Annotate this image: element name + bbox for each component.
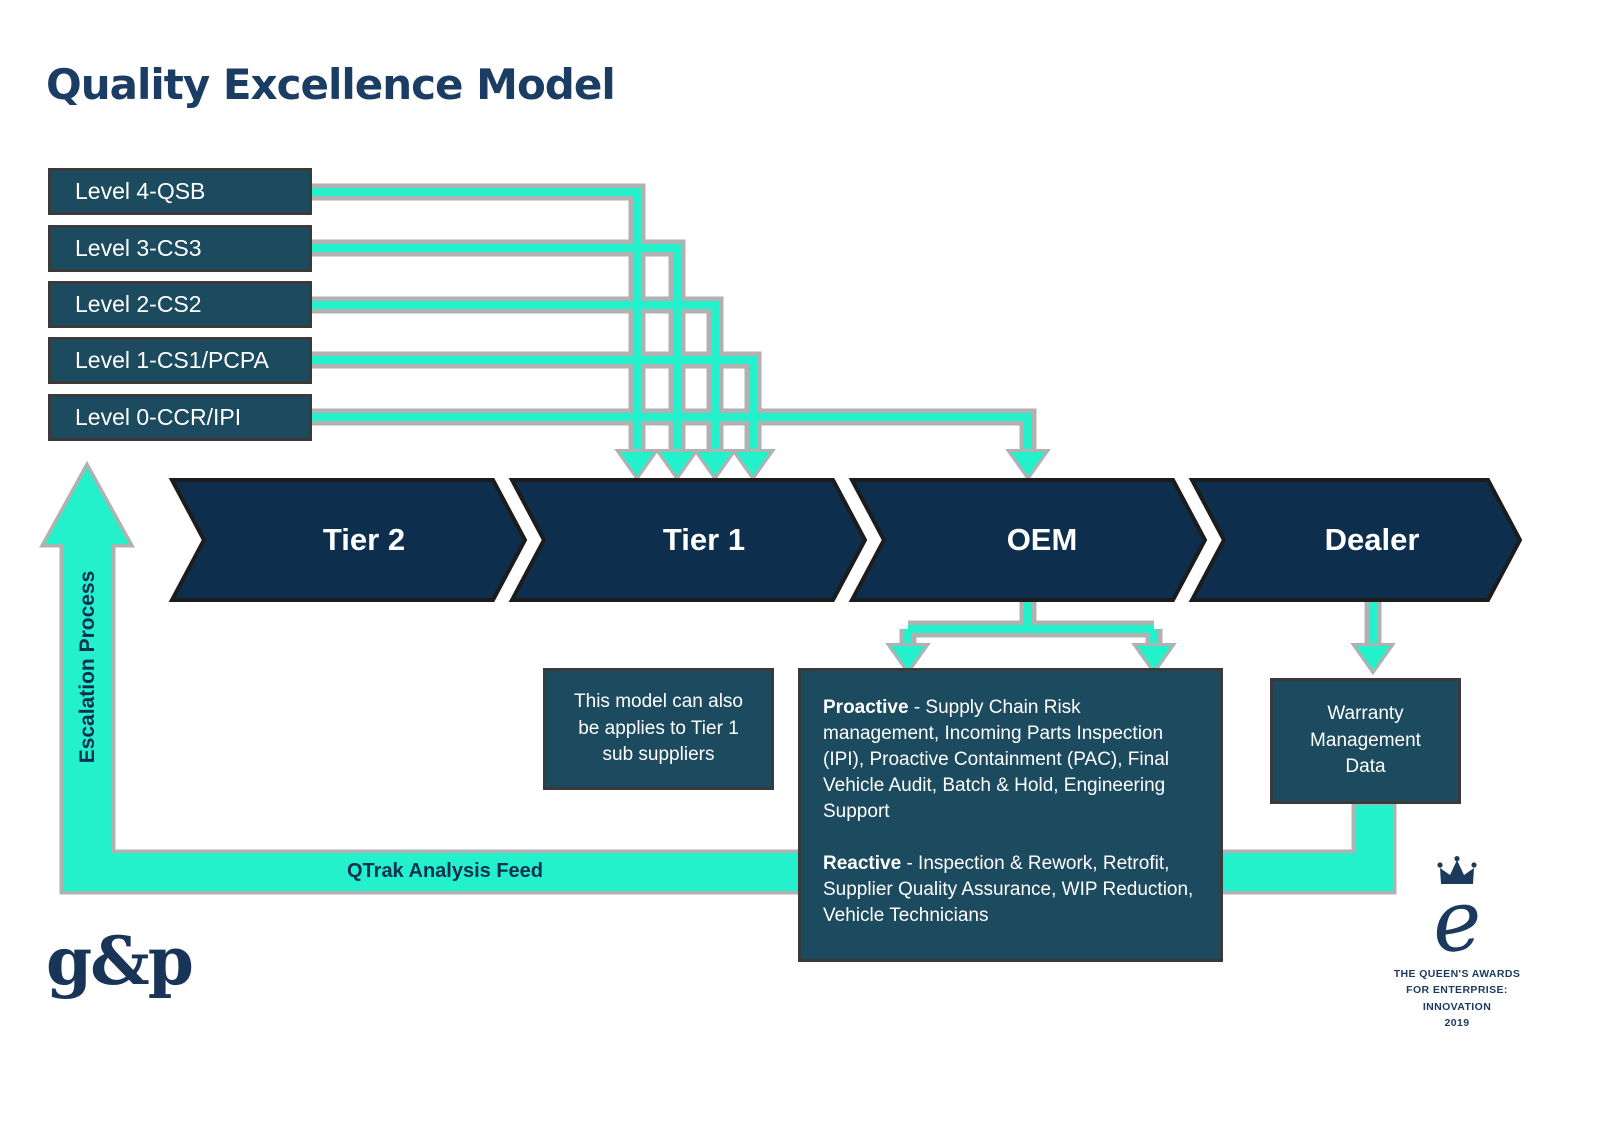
level-box-2: Level 2-CS2 bbox=[48, 281, 312, 328]
reactive-body: - Inspection & Rework, Retrofit, Supplie… bbox=[823, 853, 1194, 927]
arrow-into-tier1-3 bbox=[692, 449, 738, 482]
page-title: Quality Excellence Model bbox=[46, 60, 616, 109]
gp-logo: g&p bbox=[46, 922, 194, 1000]
warranty-management-text: Warranty Management Data bbox=[1310, 703, 1421, 778]
tier1-note-box: This model can also be applies to Tier 1… bbox=[543, 668, 774, 790]
level-box-3-label: Level 3-CS3 bbox=[75, 235, 202, 261]
connector-level2 bbox=[312, 301, 719, 452]
proactive-title: Proactive bbox=[823, 697, 909, 718]
connector-level1 bbox=[312, 356, 757, 452]
arrow-into-tier1-4 bbox=[730, 449, 776, 482]
level-box-2-label: Level 2-CS2 bbox=[75, 291, 202, 317]
level-box-3: Level 3-CS3 bbox=[48, 225, 312, 272]
arrow-into-oembox-right bbox=[1131, 643, 1177, 676]
chevron-dealer bbox=[1188, 478, 1523, 602]
level-connector-lines bbox=[312, 183, 1382, 646]
proactive-body: - Supply Chain Risk management, Incoming… bbox=[823, 697, 1169, 823]
level-box-4-label: Level 4-QSB bbox=[75, 178, 206, 204]
escalation-process-label: Escalation Process bbox=[76, 570, 99, 764]
proactive-paragraph: Proactive - Supply Chain Risk management… bbox=[823, 695, 1200, 825]
tier1-note-text: This model can also be applies to Tier 1… bbox=[574, 691, 743, 766]
level-box-0: Level 0-CCR/IPI bbox=[48, 394, 312, 441]
chevron-oem-label: OEM bbox=[1006, 522, 1078, 557]
arrow-into-warranty bbox=[1350, 643, 1396, 676]
chevron-tier2-label: Tier 2 bbox=[322, 522, 406, 557]
reactive-paragraph: Reactive - Inspection & Rework, Retrofit… bbox=[823, 851, 1200, 929]
qtrak-analysis-feed-label: QTrak Analysis Feed bbox=[346, 860, 543, 882]
chevron-tier1 bbox=[508, 478, 868, 602]
arrow-into-tier1-1 bbox=[614, 449, 660, 482]
connector-oem-split bbox=[904, 600, 1158, 646]
reactive-title: Reactive bbox=[823, 853, 902, 875]
connector-level3 bbox=[312, 244, 681, 452]
connector-level4 bbox=[312, 188, 641, 452]
chevron-tier1-label: Tier 1 bbox=[662, 522, 746, 557]
level-box-1-label: Level 1-CS1/PCPA bbox=[75, 347, 269, 373]
crown-icon bbox=[1437, 856, 1477, 884]
chevron-oem bbox=[848, 478, 1208, 602]
process-chevrons bbox=[168, 478, 1523, 602]
chevron-dealer-label: Dealer bbox=[1324, 522, 1420, 557]
script-e-icon: e bbox=[1427, 869, 1487, 973]
level-box-4: Level 4-QSB bbox=[48, 168, 312, 215]
connector-level0 bbox=[312, 413, 1032, 452]
arrow-into-oem bbox=[1005, 449, 1051, 482]
level-box-1: Level 1-CS1/PCPA bbox=[48, 337, 312, 384]
queens-award-text: THE QUEEN'S AWARDS FOR ENTERPRISE: INNOV… bbox=[1393, 968, 1521, 1029]
oem-detail-box: Proactive - Supply Chain Risk management… bbox=[798, 668, 1223, 962]
level-box-0-label: Level 0-CCR/IPI bbox=[75, 404, 242, 430]
arrowheads bbox=[614, 449, 1396, 676]
escalation-qtrak-arrow-shape bbox=[39, 460, 1397, 895]
chevron-tier2 bbox=[168, 478, 528, 602]
queens-award-logo: e THE QUEEN'S AWARDS FOR ENTERPRISE: INN… bbox=[1382, 856, 1532, 1031]
arrow-into-tier1-2 bbox=[654, 449, 700, 482]
arrow-into-oembox-left bbox=[885, 643, 931, 676]
warranty-management-box: Warranty Management Data bbox=[1270, 678, 1461, 804]
